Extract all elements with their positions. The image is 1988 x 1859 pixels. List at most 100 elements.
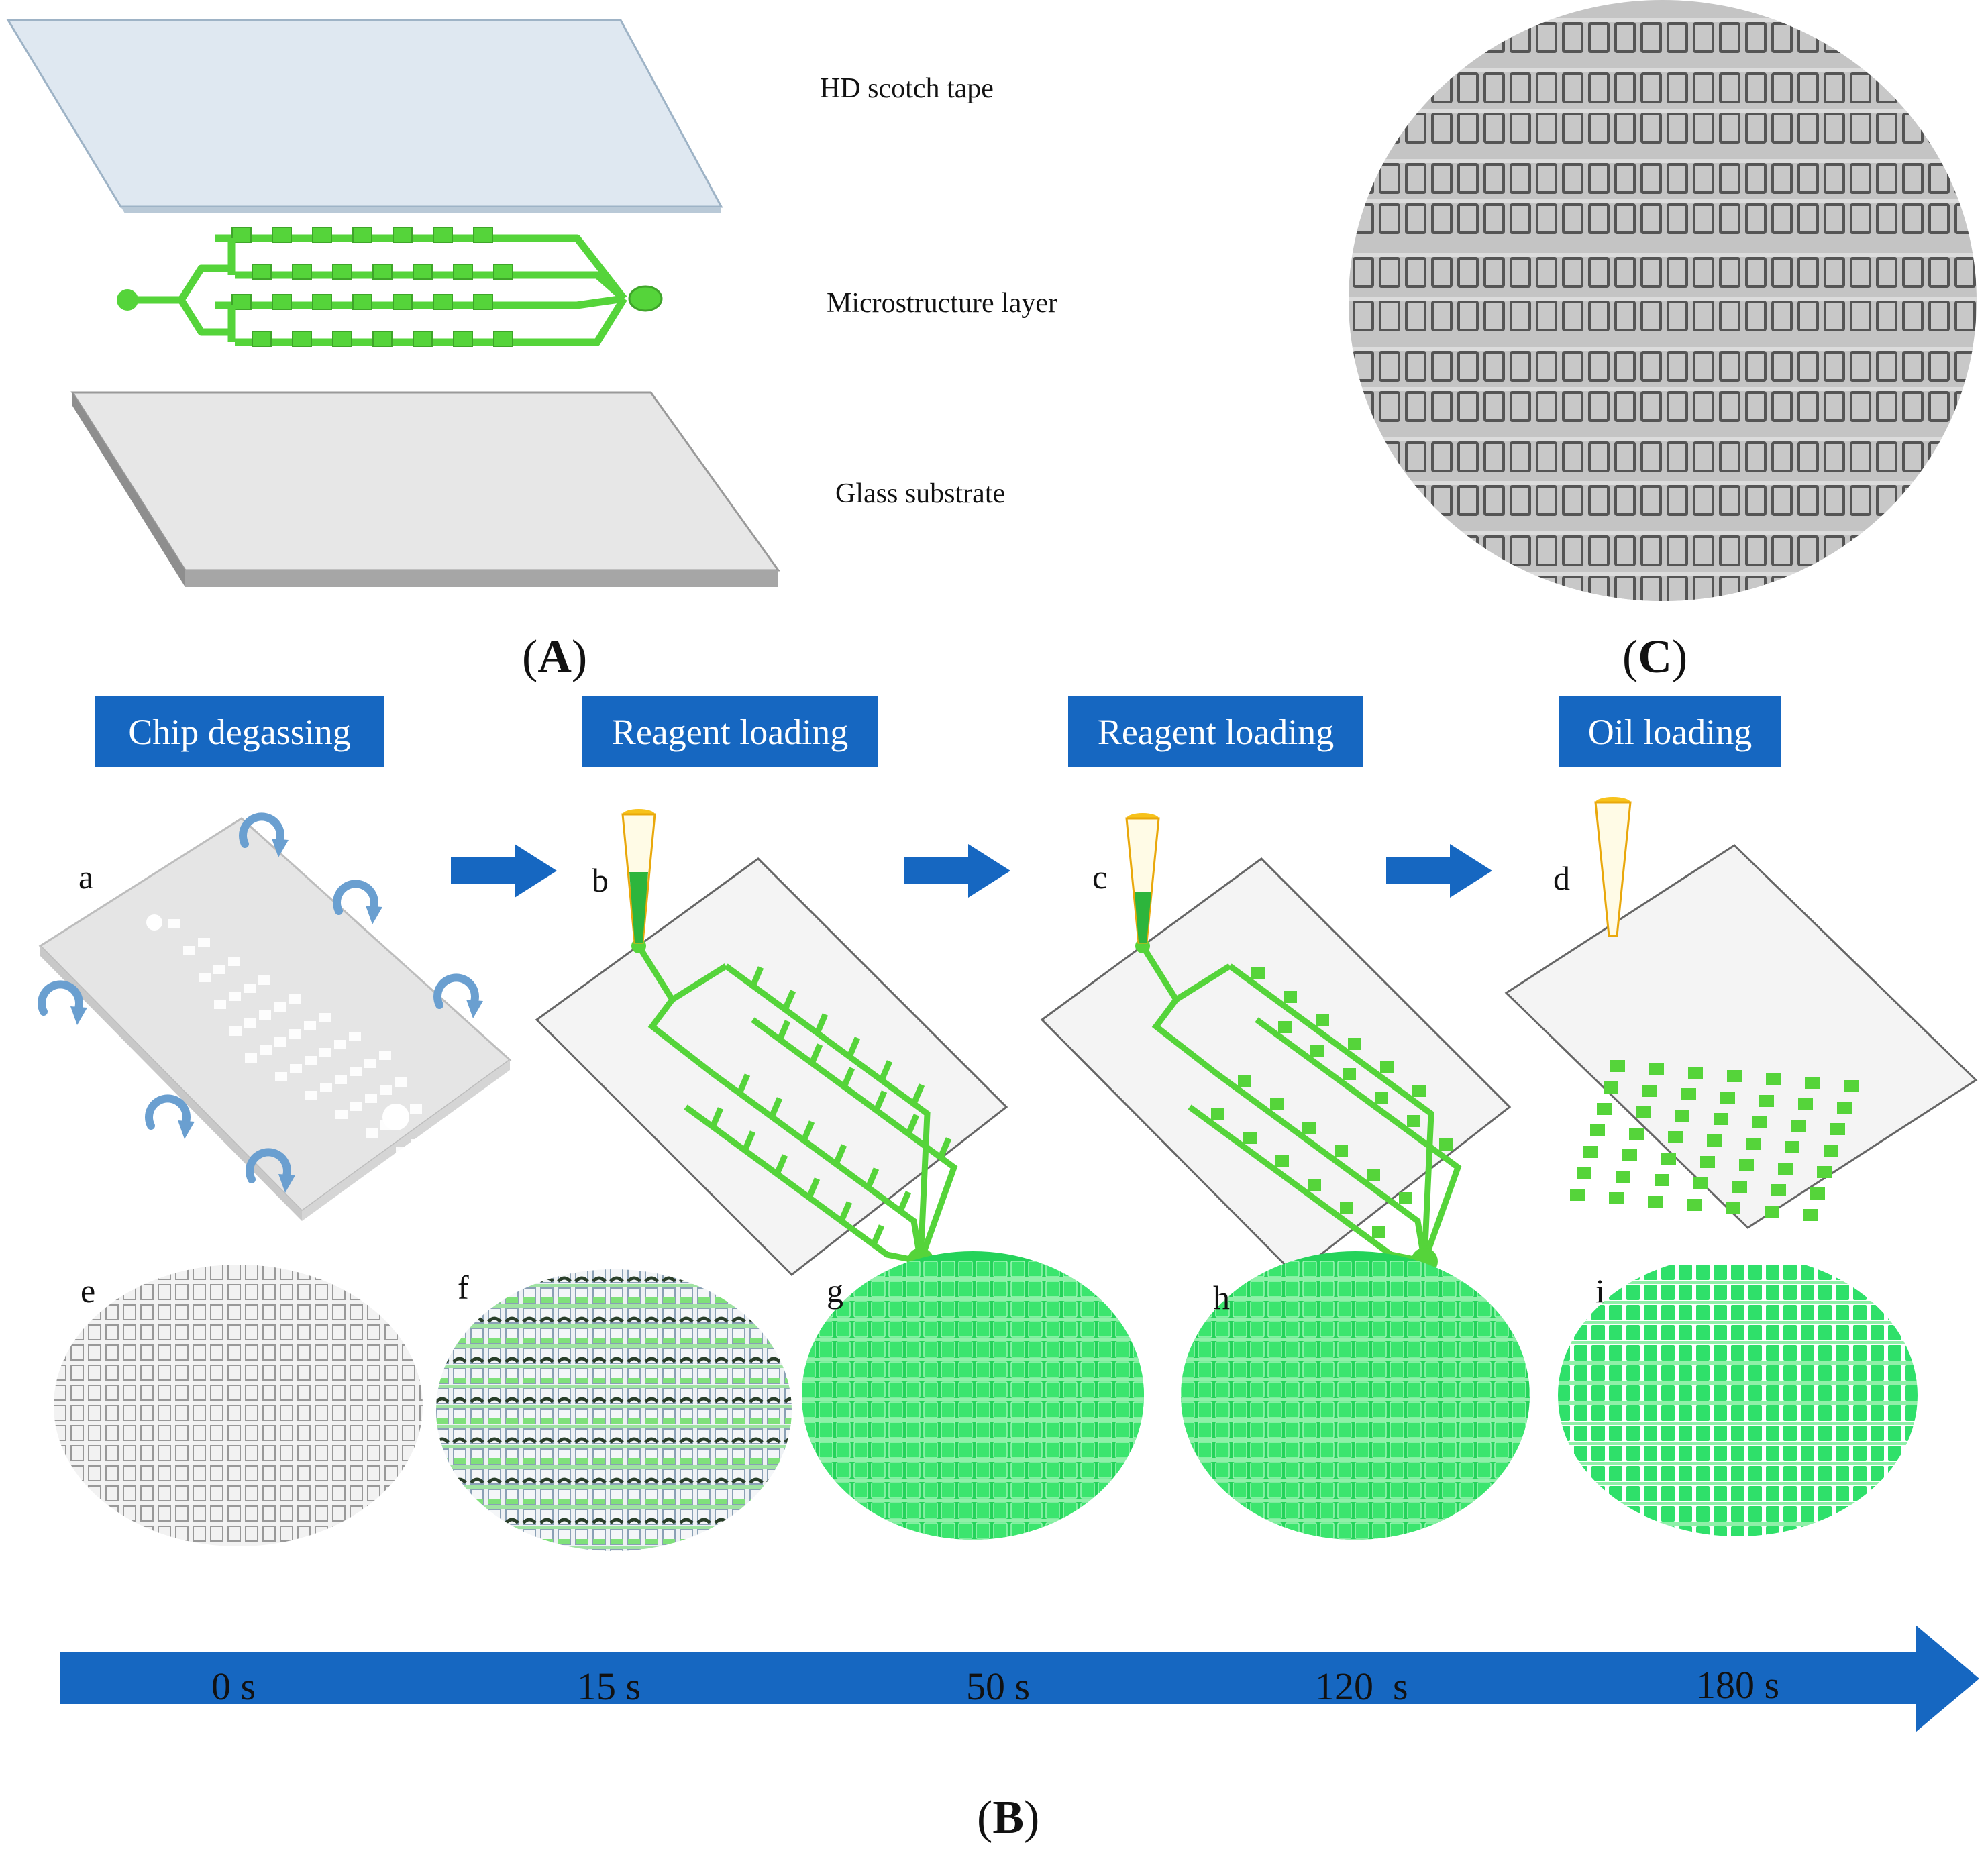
micrograph-well: [297, 1365, 311, 1381]
filled-well: [1731, 1325, 1744, 1340]
microchamber: [1375, 1092, 1388, 1104]
filled-well: [1424, 1321, 1439, 1338]
filled-well: [1512, 1281, 1526, 1297]
filled-well: [1251, 1543, 1264, 1558]
filled-well: [1714, 1285, 1727, 1300]
filled-well: [819, 1462, 833, 1479]
filled-well: [1407, 1361, 1422, 1378]
filled-well: [1591, 1385, 1605, 1401]
meniscus-mark: [539, 1316, 554, 1323]
micrograph-well: [1797, 22, 1819, 53]
chamber-outline: [366, 1128, 378, 1138]
micrograph-well: [210, 1265, 223, 1280]
meniscus-mark: [592, 1357, 607, 1363]
micrograph-well: [367, 1445, 380, 1461]
microchannel: [1151, 998, 1218, 1076]
partial-fill: [523, 1499, 535, 1504]
meniscus-mark: [574, 1357, 589, 1363]
filled-well: [906, 1321, 921, 1338]
micrograph-well: [1850, 22, 1871, 53]
micrograph-well: [384, 1385, 398, 1401]
micrograph-well: [419, 1425, 423, 1441]
filled-well: [1198, 1261, 1212, 1277]
meniscus-mark: [611, 1560, 623, 1563]
microchannel: [235, 271, 627, 302]
filled-well: [1098, 1543, 1112, 1558]
micrograph-channel: [1558, 1502, 1918, 1505]
chamber-outline: [305, 1056, 317, 1065]
filled-well: [1661, 1466, 1675, 1481]
meniscus-mark: [750, 1560, 762, 1563]
micrograph-well: [332, 1526, 346, 1542]
micrograph-well: [1457, 351, 1479, 382]
filled-well: [906, 1462, 921, 1479]
filled-well: [1115, 1361, 1130, 1378]
micrograph-well: [140, 1405, 154, 1421]
micrograph-well: [1588, 351, 1610, 382]
filled-well: [1696, 1466, 1710, 1481]
meniscus-mark: [487, 1518, 502, 1524]
degas-arrow-icon: [433, 973, 479, 1009]
micrograph-well: [262, 1465, 276, 1481]
micrograph-well: [1797, 351, 1819, 382]
filled-well: [923, 1301, 938, 1318]
filled-well: [1558, 1526, 1570, 1536]
partial-fill: [558, 1418, 570, 1424]
filled-well: [1010, 1381, 1025, 1398]
chamber-outline: [183, 946, 195, 955]
micrograph-channel: [1181, 1559, 1533, 1562]
filled-well: [1028, 1422, 1043, 1438]
micrograph-well: [1536, 203, 1557, 234]
micrograph-channel: [1349, 572, 1977, 576]
filled-well: [1591, 1446, 1605, 1461]
filled-well: [871, 1361, 886, 1378]
filled-well: [1783, 1345, 1797, 1361]
microchamber: [272, 294, 292, 310]
micrograph-well: [523, 1269, 536, 1283]
micrograph-well: [1824, 351, 1845, 382]
partial-fill: [471, 1539, 483, 1544]
microchamber: [413, 264, 433, 280]
micrograph-well: [245, 1505, 258, 1522]
filled-well: [802, 1462, 816, 1479]
microchamber: [1335, 1145, 1348, 1157]
meniscus-mark: [593, 1560, 605, 1563]
filled-well: [836, 1482, 851, 1499]
micrograph-well: [1483, 203, 1505, 234]
filled-well: [1801, 1506, 1814, 1522]
filled-well: [1063, 1543, 1077, 1558]
filled-well: [1115, 1422, 1130, 1438]
chip-reagent-loading-b: [535, 857, 1008, 1276]
partial-fill: [645, 1418, 658, 1424]
filled-well: [1529, 1261, 1530, 1277]
filled-well: [923, 1502, 938, 1519]
filled-well: [1609, 1446, 1622, 1461]
microchannel: [178, 298, 231, 336]
partial-fill: [593, 1458, 605, 1464]
partial-fill: [715, 1539, 727, 1544]
micrograph-well: [1745, 391, 1767, 422]
oil-isolated-droplet: [1577, 1167, 1591, 1179]
filled-well: [1644, 1486, 1657, 1501]
filled-well: [1766, 1285, 1779, 1300]
chamber-outline: [229, 992, 241, 1001]
partial-fill: [698, 1338, 710, 1343]
microchannel: [741, 1130, 756, 1152]
micrograph-channel: [802, 1277, 1144, 1281]
micrograph-well: [193, 1465, 206, 1481]
filled-well: [1836, 1446, 1849, 1461]
micrograph-well: [1850, 113, 1871, 144]
filled-well: [1250, 1341, 1265, 1358]
microchannel: [749, 966, 764, 988]
filled-well: [853, 1361, 868, 1378]
meniscus-mark: [487, 1437, 502, 1444]
filled-well: [1303, 1543, 1316, 1558]
filled-well: [906, 1261, 921, 1277]
microchamber: [231, 294, 252, 310]
micrograph-well: [315, 1425, 328, 1441]
microchannel: [841, 1067, 855, 1088]
filled-well: [1609, 1265, 1622, 1280]
meniscus-mark: [452, 1518, 467, 1524]
filled-well: [1424, 1522, 1439, 1539]
filled-well: [1888, 1526, 1901, 1536]
